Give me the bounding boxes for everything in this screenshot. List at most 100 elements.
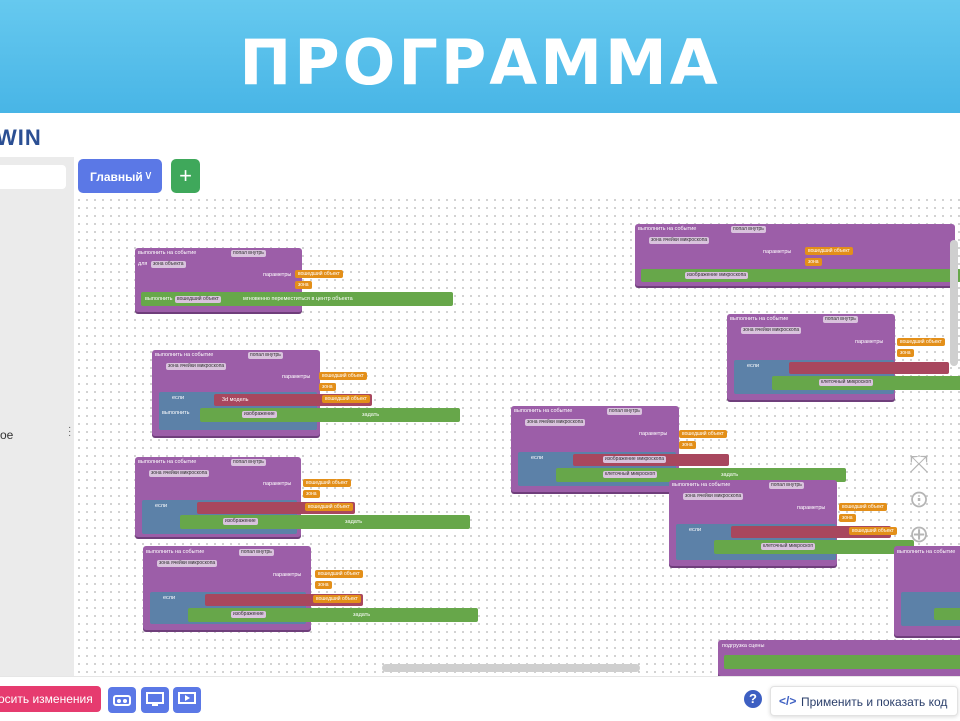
zone-field[interactable]: зона объекта: [151, 261, 186, 268]
zone-field[interactable]: зона ячейки микроскопа: [741, 327, 802, 334]
zone-field[interactable]: зона ячейки микроскопа: [149, 470, 210, 477]
event-block[interactable]: выполнить на событие попал внутрь зона я…: [143, 546, 478, 630]
param-zone[interactable]: зона: [679, 441, 696, 449]
for-label: для: [138, 261, 148, 267]
object-field[interactable]: попал внутрь: [231, 459, 266, 466]
object-field[interactable]: попал внутрь: [823, 316, 858, 323]
param-zone[interactable]: зона: [295, 281, 312, 289]
event-header: выполнить на событие: [514, 408, 573, 414]
event-block[interactable]: выполнить на событие попал внутрь зона я…: [635, 224, 960, 286]
event-header: выполнить на событие: [897, 549, 956, 555]
action-image-field[interactable]: клеточный микроскоп: [761, 543, 816, 550]
condition-value[interactable]: вошедший объект: [313, 595, 361, 603]
set-label: задать: [345, 519, 363, 525]
event-header: выполнить на событие: [138, 250, 197, 256]
object-field[interactable]: попал внутрь: [239, 549, 274, 556]
action-target-field[interactable]: вошедший объект: [175, 296, 221, 303]
event-block[interactable]: выполнить на событие попал внутрь для зо…: [135, 248, 453, 312]
condition-value[interactable]: вошедший объект: [849, 527, 897, 535]
help-button[interactable]: ?: [744, 690, 762, 708]
params-label: параметры: [263, 272, 292, 278]
object-field[interactable]: попал внутрь: [231, 250, 266, 257]
action-row[interactable]: [934, 608, 960, 620]
zone-field[interactable]: зона ячейки микроскопа: [157, 560, 218, 567]
vr-preview-button[interactable]: [108, 687, 136, 713]
zone-field[interactable]: зона ячейки микроскопа: [649, 237, 710, 244]
monitor-play-icon: [178, 692, 196, 704]
vertical-scrollbar[interactable]: [950, 240, 958, 366]
object-field[interactable]: попал внутрь: [607, 408, 642, 415]
params-label: параметры: [263, 481, 292, 487]
action-image-field[interactable]: изображение микроскопа: [685, 272, 749, 279]
event-block[interactable]: выполнить на событие попал внутрь зона я…: [152, 350, 460, 436]
save-changes-button[interactable]: осить изменения: [0, 686, 101, 712]
left-panel-search-input[interactable]: [0, 165, 66, 189]
action-image-field[interactable]: изображение: [242, 411, 277, 418]
param-zone[interactable]: зона: [805, 258, 822, 266]
add-tab-button[interactable]: +: [171, 159, 200, 193]
action-image-field[interactable]: изображение: [223, 518, 258, 525]
param-zone[interactable]: зона: [839, 514, 856, 522]
object-field[interactable]: попал внутрь: [769, 482, 804, 489]
event-header: выполнить на событие: [672, 482, 731, 488]
zone-field[interactable]: зона ячейки микроскопа: [525, 419, 586, 426]
params-label: параметры: [273, 572, 302, 578]
slide-title: ПРОГРАММА: [239, 26, 721, 99]
event-block[interactable]: выполнить на событие попал внутрь зона я…: [511, 406, 846, 492]
param-entered-object[interactable]: вошедший объект: [839, 503, 887, 511]
param-entered-object[interactable]: вошедший объект: [679, 430, 727, 438]
monitor-icon: [146, 692, 164, 706]
zoom-in-icon[interactable]: ⊕: [908, 521, 930, 548]
action-image-field[interactable]: клеточный микроскоп: [603, 471, 658, 478]
zone-field[interactable]: зона ячейки микроскопа: [683, 493, 744, 500]
event-block[interactable]: выполнить на событие: [894, 546, 960, 636]
param-entered-object[interactable]: вошедший объект: [295, 270, 343, 278]
left-panel: [0, 157, 74, 677]
condition-row[interactable]: [789, 362, 949, 374]
action-image-field[interactable]: изображение: [231, 611, 266, 618]
horizontal-scrollbar[interactable]: [382, 664, 640, 672]
desktop-run-button[interactable]: [173, 687, 201, 713]
then-label: выполнить: [162, 410, 190, 416]
param-entered-object[interactable]: вошедший объект: [319, 372, 367, 380]
set-label: задать: [362, 412, 380, 418]
event-block[interactable]: выполнить на событие попал внутрь зона я…: [669, 480, 914, 566]
event-block[interactable]: выполнить на событие попал внутрь зона я…: [135, 457, 470, 537]
param-zone[interactable]: зона: [897, 349, 914, 357]
tab-main[interactable]: Главный ∨: [78, 159, 162, 193]
event-header: выполнить на событие: [638, 226, 697, 232]
if-label: если: [172, 395, 185, 401]
action-text: мгновенно переместиться в центр объекта: [243, 296, 353, 302]
apply-and-show-code-label: Применить и показать код: [801, 695, 948, 709]
object-field[interactable]: попал внутрь: [731, 226, 766, 233]
app-logo: WIN: [0, 125, 42, 150]
fit-to-screen-icon[interactable]: ⤧: [909, 451, 929, 478]
param-zone[interactable]: зона: [303, 490, 320, 498]
params-label: параметры: [282, 374, 311, 380]
desktop-export-button[interactable]: [141, 687, 169, 713]
condition-image-field[interactable]: изображение микроскопа: [603, 456, 667, 463]
object-field[interactable]: попал внутрь: [248, 352, 283, 359]
condition-value[interactable]: вошедший объект: [322, 395, 370, 403]
event-block[interactable]: выполнить на событие попал внутрь зона я…: [727, 314, 960, 400]
param-entered-object[interactable]: вошедший объект: [303, 479, 351, 487]
panel-resize-handle[interactable]: ···: [68, 422, 72, 441]
scene-load-block[interactable]: подгрузка сцены: [718, 640, 960, 676]
if-label: если: [163, 595, 176, 601]
set-label: задать: [721, 472, 739, 478]
scene-load-row[interactable]: [724, 655, 960, 669]
event-header: выполнить на событие: [155, 352, 214, 358]
condition-model-label: 3d модель: [222, 397, 249, 403]
param-entered-object[interactable]: вошедший объект: [805, 247, 853, 255]
action-image-field[interactable]: клеточный микроскоп: [819, 379, 874, 386]
condition-value[interactable]: вошедший объект: [305, 503, 353, 511]
apply-and-show-code-button[interactable]: </> Применить и показать код: [770, 686, 958, 716]
param-entered-object[interactable]: вошедший объект: [315, 570, 363, 578]
param-zone[interactable]: зона: [315, 581, 332, 589]
action-row[interactable]: [200, 408, 460, 422]
zone-field[interactable]: зона ячейки микроскопа: [166, 363, 227, 370]
param-zone[interactable]: зона: [319, 383, 336, 391]
center-icon[interactable]: ⊙: [908, 486, 930, 513]
block-workspace[interactable]: выполнить на событие попал внутрь для зо…: [75, 196, 960, 676]
param-entered-object[interactable]: вошедший объект: [897, 338, 945, 346]
